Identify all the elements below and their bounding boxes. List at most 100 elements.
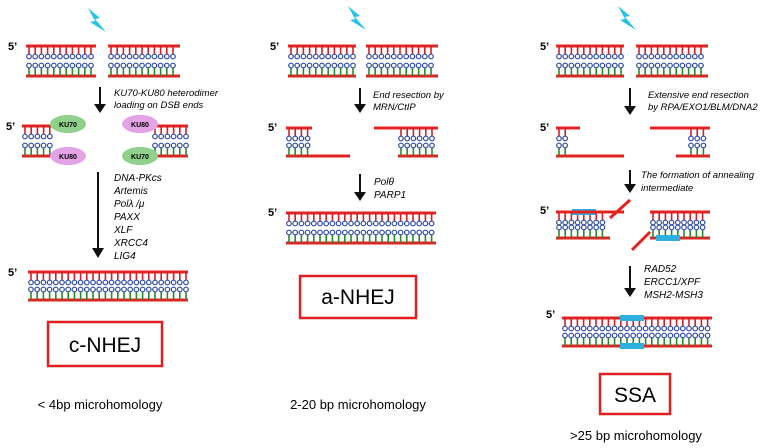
- base-circle: [335, 220, 342, 227]
- base-circle: [556, 53, 562, 60]
- base-circle: [674, 224, 681, 231]
- anhej-factor: PARP1: [374, 190, 406, 201]
- base-circle: [686, 332, 692, 339]
- base-circle: [704, 325, 711, 332]
- base-circle: [562, 325, 568, 332]
- base-circle: [26, 62, 32, 69]
- base-circle: [562, 53, 569, 60]
- base-circle: [562, 332, 568, 339]
- base-circle: [593, 62, 600, 69]
- base-circle: [605, 62, 612, 69]
- base-circle: [404, 135, 411, 142]
- base-circle: [114, 286, 121, 293]
- base-circle: [158, 279, 165, 286]
- base-circle: [71, 279, 78, 286]
- base-circle: [556, 135, 562, 142]
- base-circle: [562, 135, 569, 142]
- base-circle: [679, 332, 686, 339]
- anhej-panel: 5’ End resection by MRN/CtIP 5’ Polθ PAR…: [268, 6, 445, 412]
- base-circle: [28, 279, 34, 286]
- base-circle: [26, 53, 32, 60]
- base-circle: [158, 133, 165, 140]
- base-circle: [77, 286, 84, 293]
- base-circle: [698, 62, 704, 69]
- base-circle: [580, 224, 587, 231]
- base-circle: [574, 62, 581, 69]
- base-circle: [32, 62, 39, 69]
- base-circle: [422, 229, 429, 236]
- base-circle: [312, 62, 319, 69]
- base-circle: [688, 135, 694, 142]
- anhej-step1-label-line1: End resection by: [373, 90, 445, 101]
- base-circle: [75, 53, 82, 60]
- base-circle: [337, 62, 344, 69]
- base-circle: [699, 219, 706, 226]
- base-circle: [286, 220, 292, 227]
- base-circle: [152, 286, 158, 293]
- base-circle: [348, 229, 354, 236]
- base-circle: [422, 142, 429, 149]
- cnhej-lightning-icon: [88, 8, 106, 32]
- base-circle: [667, 325, 674, 332]
- cnhej-ku-bound-dna: [22, 124, 189, 158]
- base-circle: [421, 53, 428, 60]
- base-circle: [163, 62, 170, 69]
- base-circle: [350, 62, 356, 69]
- ku80-right-protein: KU80: [122, 115, 158, 133]
- base-circle: [102, 286, 109, 293]
- base-circle: [618, 62, 624, 69]
- base-circle: [183, 279, 189, 286]
- base-circle: [587, 219, 593, 226]
- ssa-5prime-label-4: 5’: [546, 309, 555, 321]
- base-circle: [360, 220, 367, 227]
- base-circle: [44, 53, 51, 60]
- base-circle: [593, 53, 600, 60]
- ssa-annealing-intermediate-dna: [556, 198, 710, 252]
- cnhej-5prime-label-1: 5’: [8, 41, 17, 53]
- base-circle: [34, 133, 41, 140]
- base-circle: [587, 62, 593, 69]
- base-circle: [416, 135, 423, 142]
- base-circle: [562, 219, 569, 226]
- base-circle: [662, 224, 669, 231]
- base-circle: [403, 229, 410, 236]
- base-circle: [410, 135, 417, 142]
- base-circle: [416, 220, 423, 227]
- base-circle: [300, 53, 307, 60]
- base-circle: [562, 62, 569, 69]
- cnhej-step1-arrow: [94, 87, 106, 113]
- cnhej-repaired-dna: [28, 270, 189, 302]
- base-circle: [120, 53, 127, 60]
- base-circle: [350, 53, 356, 60]
- base-circle: [331, 53, 338, 60]
- base-circle: [568, 53, 575, 60]
- cnhej-5prime-label-3: 5’: [8, 267, 17, 279]
- cnhej-factor: Artemis: [113, 186, 148, 197]
- base-circle: [693, 224, 700, 231]
- base-circle: [403, 220, 410, 227]
- base-circle: [599, 325, 606, 332]
- base-circle: [698, 325, 705, 332]
- base-circle: [624, 325, 630, 332]
- base-circle: [108, 53, 114, 60]
- base-circle: [163, 53, 170, 60]
- base-circle: [306, 53, 313, 60]
- base-circle: [52, 279, 59, 286]
- base-circle: [562, 224, 569, 231]
- ssa-step1-label-line2: by RPA/EXO1/BLM/DNA2: [648, 102, 758, 113]
- base-circle: [398, 135, 404, 142]
- base-circle: [630, 325, 637, 332]
- base-circle: [397, 220, 404, 227]
- base-circle: [568, 62, 575, 69]
- base-circle: [391, 220, 398, 227]
- flap-strand: [608, 198, 632, 220]
- cnhej-title: c-NHEJ: [69, 334, 141, 357]
- anhej-5prime-label-1: 5’: [270, 41, 279, 53]
- base-circle: [403, 62, 410, 69]
- base-circle: [145, 62, 152, 69]
- base-circle: [170, 53, 176, 60]
- base-circle: [397, 62, 403, 69]
- base-circle: [378, 53, 385, 60]
- cnhej-broken-dna: [26, 44, 180, 78]
